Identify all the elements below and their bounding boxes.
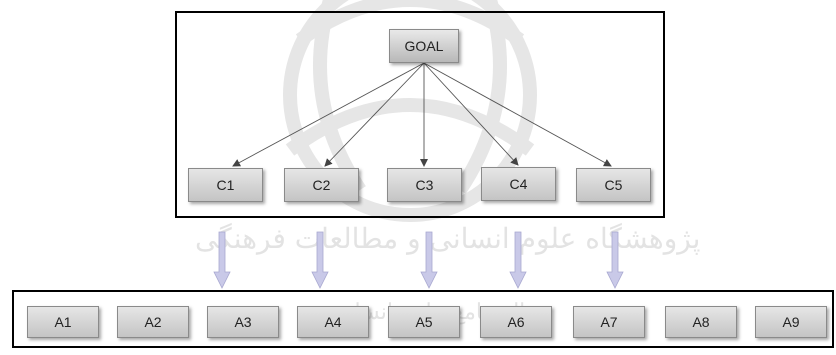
criterion-node-c1: C1 [188, 168, 263, 202]
down-arrow-3 [420, 231, 438, 289]
alternative-node-a2: A2 [117, 306, 189, 338]
alternative-node-a5: A5 [388, 306, 460, 338]
link-goal-c1 [232, 62, 425, 167]
criterion-node-c4: C4 [481, 167, 556, 201]
down-arrow-2 [311, 231, 329, 289]
link-goal-c2 [324, 62, 425, 167]
alternatives-frame [12, 290, 834, 348]
alternative-node-a3: A3 [207, 306, 279, 338]
alternative-node-a9: A9 [755, 306, 827, 338]
criterion-node-c3: C3 [387, 168, 462, 202]
criterion-node-c5: C5 [576, 168, 651, 202]
criterion-node-c2: C2 [284, 168, 359, 202]
alternative-node-a4: A4 [297, 306, 369, 338]
alternative-node-a8: A8 [665, 306, 737, 338]
link-goal-c5 [423, 62, 612, 167]
down-arrow-1 [213, 231, 231, 289]
alternative-node-a7: A7 [573, 306, 645, 338]
link-goal-c4 [423, 62, 519, 166]
alternative-node-a6: A6 [480, 306, 552, 338]
down-arrow-4 [509, 231, 527, 289]
down-arrow-5 [606, 231, 624, 289]
hierarchy-frame [175, 11, 665, 218]
alternative-node-a1: A1 [27, 306, 99, 338]
goal-node: GOAL [389, 29, 459, 63]
